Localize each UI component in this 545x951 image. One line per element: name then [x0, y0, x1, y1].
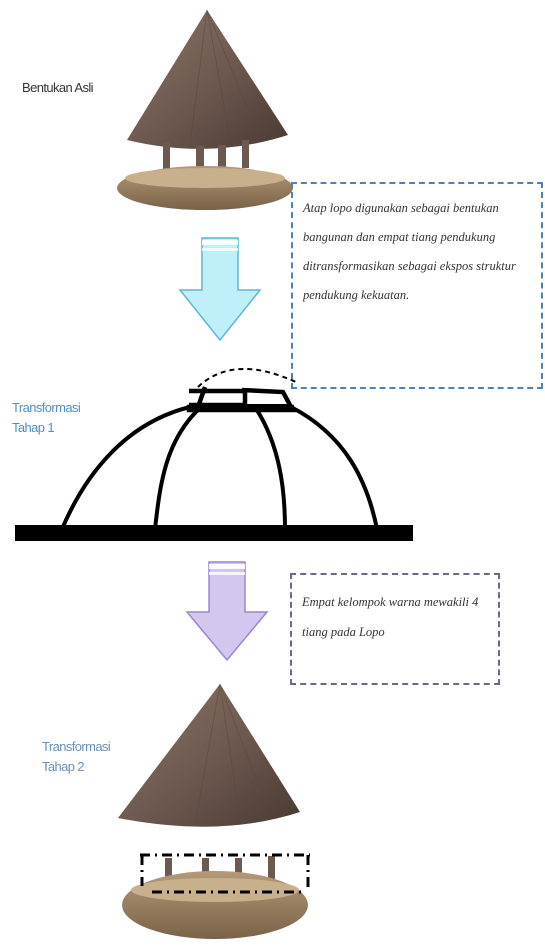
stage-label-tahap-1: Transformasi Tahap 1: [12, 398, 81, 438]
down-arrow-icon: [178, 237, 262, 342]
dome-structure-transformation-1: [15, 367, 413, 541]
stage-label-tahap-1-text: Transformasi Tahap 1: [12, 400, 81, 435]
note-box-colors: Empat kelompok warna mewakili 4 tiang pa…: [290, 573, 500, 685]
down-arrow-icon: [185, 561, 269, 662]
stage-label-tahap-2: Transformasi Tahap 2: [42, 737, 111, 777]
stage-label-original: Bentukan Asli: [22, 80, 94, 95]
lopo-hut-original: [117, 9, 293, 210]
stage-label-tahap-2-text: Transformasi Tahap 2: [42, 739, 111, 774]
lopo-hut-transformation-2: [118, 683, 310, 939]
note-box-structure: Atap lopo digunakan sebagai bentukan ban…: [291, 182, 543, 389]
